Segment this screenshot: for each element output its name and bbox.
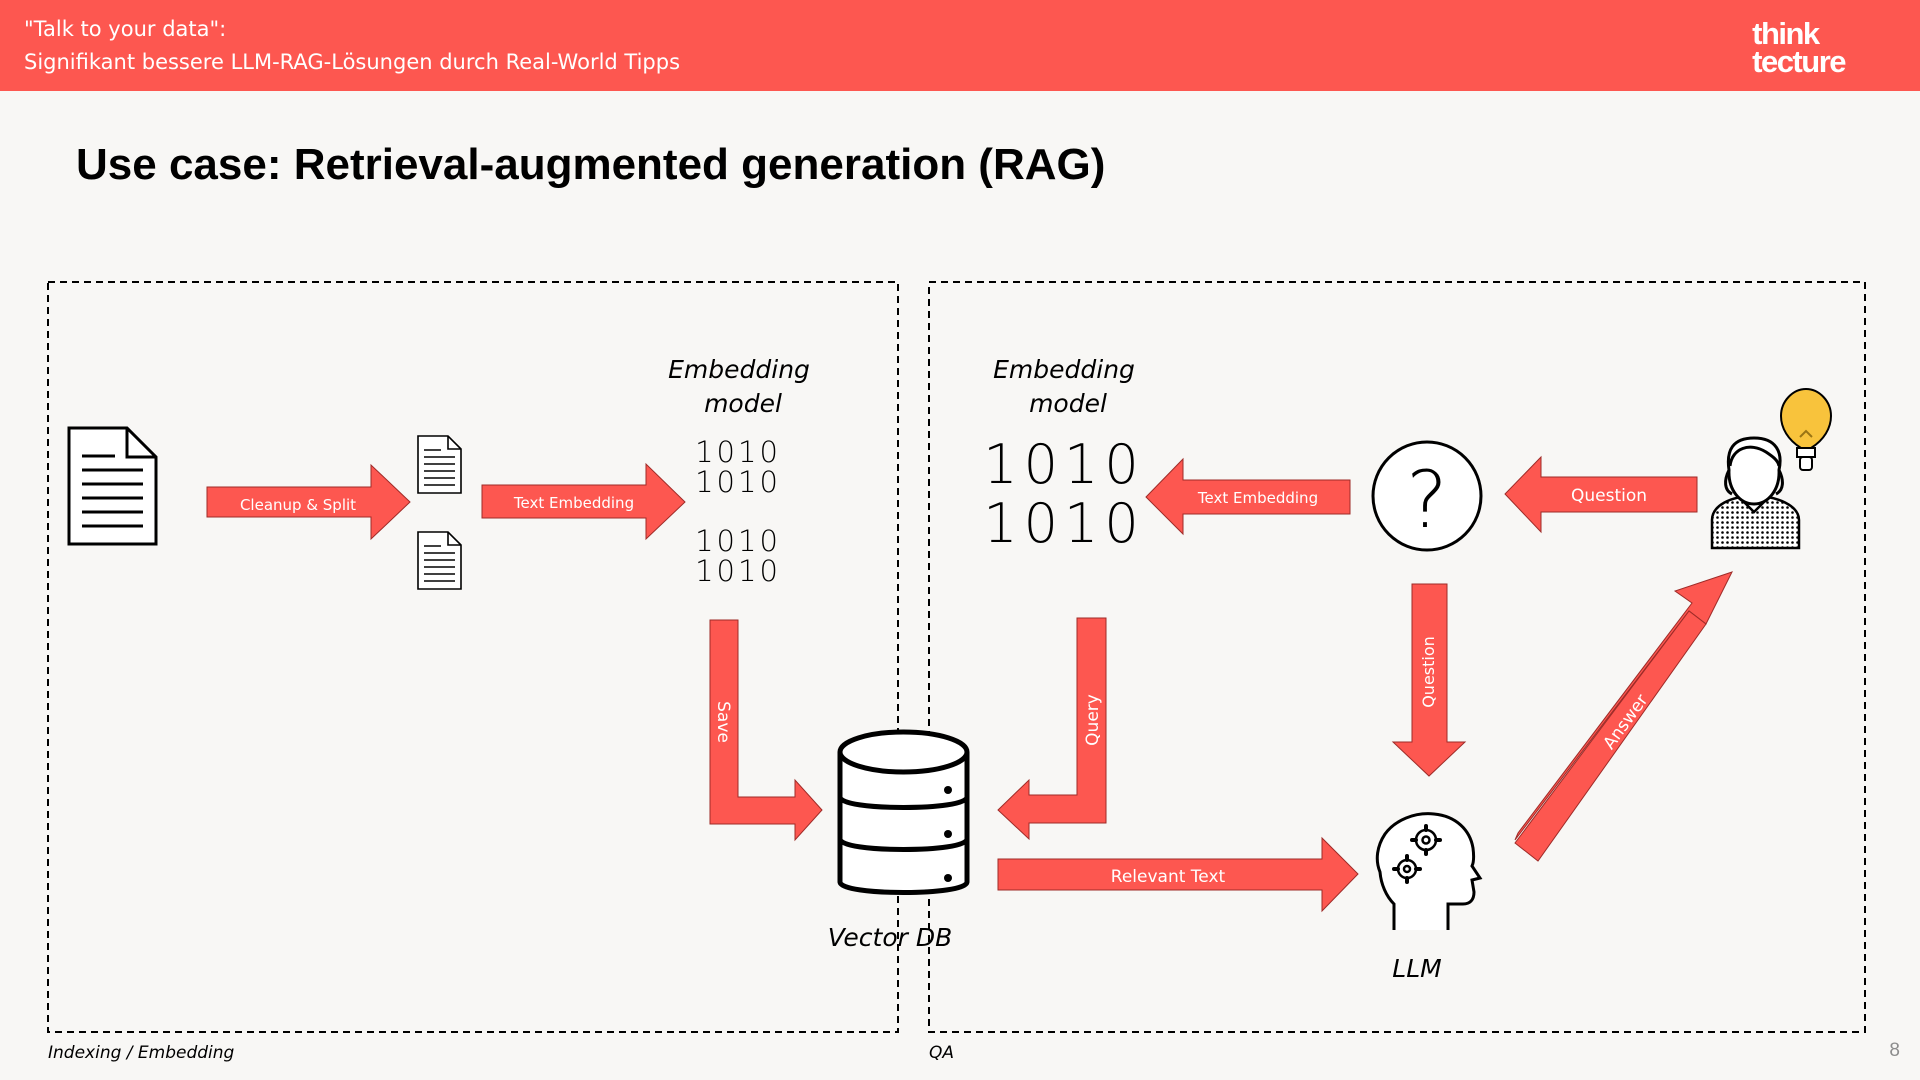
arrow-query: Query <box>997 617 1107 841</box>
user-with-lightbulb-icon <box>1710 387 1833 550</box>
embedding-model-left-label: Embedding model <box>668 355 818 418</box>
question-circle-icon: ? <box>1371 440 1483 552</box>
arrow-question-down: Question <box>1391 583 1467 777</box>
embedding-model-left-text: Embedding <box>668 355 810 384</box>
arrow-save: Save <box>709 619 823 842</box>
logo-line-1: think <box>1752 16 1820 51</box>
arrow-cleanup-split: Cleanup & Split <box>206 463 411 541</box>
document-icon <box>67 426 158 546</box>
arrow-answer: Answer <box>1514 571 1733 862</box>
arrow-text-embedding-left: Text Embedding <box>481 462 686 541</box>
arrow-text-embedding-left-label: Text Embedding <box>513 494 634 512</box>
header-line-2: Signifikant bessere LLM-RAG-Lösungen dur… <box>24 50 681 74</box>
embedding-model-left-text-line-2: model <box>704 389 782 418</box>
embedding-model-right-text-line-2: model <box>1029 389 1107 418</box>
head-with-gears-icon <box>1375 812 1483 930</box>
arrow-query-label: Query <box>1083 694 1103 746</box>
vector-db-label: Vector DB <box>828 923 953 952</box>
arrow-cleanup-split-label: Cleanup & Split <box>240 496 356 514</box>
small-document-icon <box>417 531 462 590</box>
header-bar: "Talk to your data": Signifikant bessere… <box>0 0 1920 91</box>
database-icon <box>837 729 970 895</box>
page-title: Use case: Retrieval-augmented generation… <box>76 140 1106 189</box>
arrow-relevant-text: Relevant Text <box>997 836 1359 913</box>
binary-row: 1010 <box>695 554 781 588</box>
embedding-model-right-text: Embedding <box>993 355 1135 384</box>
binary-row: 1010 <box>983 433 1144 496</box>
header-line-1: "Talk to your data": <box>24 17 227 41</box>
qa-section-box <box>928 281 1866 1033</box>
binary-row: 1010 <box>695 465 781 499</box>
lightbulb-icon <box>1779 387 1833 471</box>
binary-row: 1010 <box>695 524 781 558</box>
binary-row: 1010 <box>695 435 781 469</box>
embedding-model-right-label: Embedding model <box>993 355 1143 418</box>
binary-icon-left: 1010 1010 1010 1010 <box>695 435 781 588</box>
arrow-relevant-text-label: Relevant Text <box>1111 867 1226 887</box>
arrow-save-label: Save <box>713 701 733 743</box>
binary-icon-right: 1010 1010 <box>983 433 1144 555</box>
page-number: 8 <box>1889 1040 1900 1061</box>
qa-section-label: QA <box>929 1043 954 1063</box>
arrow-question-top-label: Question <box>1571 486 1647 506</box>
indexing-section-label: Indexing / Embedding <box>48 1043 235 1063</box>
arrow-text-embedding-right: Text Embedding <box>1145 457 1351 536</box>
llm-label: LLM <box>1392 954 1441 983</box>
arrow-text-embedding-right-label: Text Embedding <box>1197 489 1318 507</box>
small-document-icon <box>417 435 462 494</box>
logo-line-2: tecture <box>1752 44 1846 79</box>
binary-row: 1010 <box>983 492 1144 555</box>
arrow-question-down-label: Question <box>1419 636 1438 708</box>
question-mark: ? <box>1406 456 1447 546</box>
arrow-question-top: Question <box>1504 455 1698 534</box>
indexing-section-box <box>47 281 899 1033</box>
thinktecture-logo: think tecture <box>1752 16 1846 79</box>
